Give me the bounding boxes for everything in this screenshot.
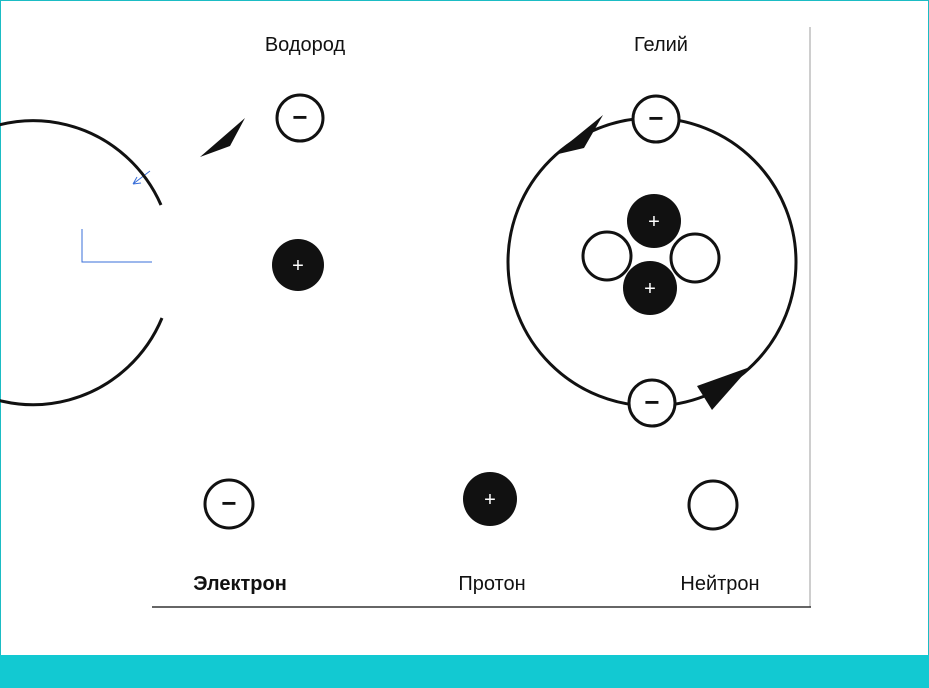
helium-title: Гелий [634, 34, 688, 56]
proton-plus-sign: + [292, 255, 304, 277]
proton-plus-sign: + [644, 278, 656, 300]
legend-neutron-label: Нейтрон [680, 573, 759, 595]
helium-orbit-arrow-bottom-icon [697, 367, 750, 410]
hydrogen-proton: + [272, 239, 324, 291]
electron-minus-sign: − [644, 387, 659, 417]
legend-neutron-symbol [689, 481, 737, 529]
electron-minus-sign: − [648, 103, 663, 133]
helium-proton-bottom: + [623, 261, 677, 315]
annotation-bracket [82, 229, 152, 262]
helium-atom: − − + + [508, 96, 796, 426]
electron-minus-sign: − [292, 102, 307, 132]
legend: − + Электрон Протон Нейтрон [193, 472, 759, 595]
helium-electron-top: − [633, 96, 679, 142]
proton-plus-sign: + [648, 211, 660, 233]
legend-electron-label: Электрон [193, 573, 287, 595]
helium-electron-bottom: − [629, 380, 675, 426]
hydrogen-orbit-arrow-icon [200, 118, 245, 157]
electron-minus-sign: − [221, 488, 236, 518]
proton-plus-sign: + [484, 489, 496, 511]
legend-electron-symbol: − [205, 480, 253, 528]
hydrogen-electron: − [277, 95, 323, 141]
hydrogen-atom: − + [0, 95, 324, 405]
hydrogen-title: Водород [265, 34, 346, 56]
hydrogen-orbit [0, 121, 162, 405]
legend-proton-symbol: + [463, 472, 517, 526]
helium-neutron-right [671, 234, 719, 282]
legend-proton-label: Протон [458, 573, 525, 595]
helium-proton-top: + [627, 194, 681, 248]
helium-neutron-left [583, 232, 631, 280]
